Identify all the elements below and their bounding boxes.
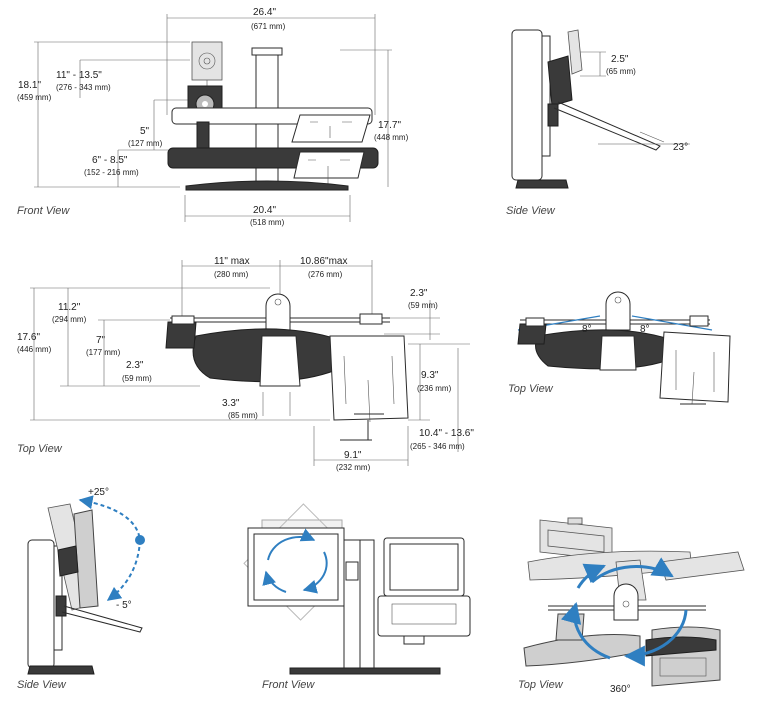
dim-overall-width-mm: (671 mm) (251, 22, 286, 31)
dim-small-right: 2.3" (410, 288, 428, 299)
dim-left-reach-mm: (280 mm) (214, 270, 249, 279)
rotation-arrow-left (560, 601, 611, 660)
dim-height-range-mm: (276 - 343 mm) (56, 83, 111, 92)
caption-front-view-1: Front View (17, 205, 70, 217)
dim-depth-b-mm: (177 mm) (86, 348, 121, 357)
dim-center: 3.3" (222, 398, 240, 409)
caption-side-view-2: Side View (17, 679, 67, 691)
tilt-down: - 5° (116, 600, 132, 611)
dim-tray-depth: 9.3" (421, 370, 439, 381)
dim-offset-mm: (127 mm) (128, 139, 163, 148)
stand-base (185, 180, 349, 191)
dim-lower-range: 6" - 8.5" (92, 155, 128, 166)
dim-small-left-mm: (59 mm) (122, 374, 152, 383)
front-view-panel-1: 26.4" (671 mm) 18.1" (459 mm) 11" - 13.5… (17, 7, 409, 227)
front-view-panel-2: Front View (243, 503, 471, 691)
dim-total-height-mm: (459 mm) (17, 93, 52, 102)
top-left-clamp (165, 321, 197, 349)
dim-tray-range: 10.4" - 13.6" (419, 428, 474, 439)
dim-offset: 5" (140, 126, 150, 137)
dim-depth-total: 17.6" (17, 332, 40, 343)
top-view-panel-3: 360° Top View (518, 517, 745, 695)
angle-right: 8° (640, 324, 650, 335)
dim-lower-range-mm: (152 - 216 mm) (84, 168, 139, 177)
grey-laptop-front (651, 626, 721, 687)
caption-side-view-1: Side View (506, 205, 556, 217)
side-pole (511, 29, 543, 181)
side-view-panel-1: 2.5" (65 mm) 23° Side View (506, 29, 690, 217)
dim-right-height: 17.7" (378, 120, 401, 131)
dim-base-width-mm: (518 mm) (250, 218, 285, 227)
top-view-panel-1: 11" max (280 mm) 10.86"max (276 mm) 2.3"… (17, 256, 474, 472)
dim-depth-total-mm: (446 mm) (17, 345, 52, 354)
dim-center-mm: (85 mm) (228, 411, 258, 420)
dim-tray-width-mm: (232 mm) (336, 463, 371, 472)
dim-depth-a-mm: (294 mm) (52, 315, 87, 324)
dim-left-reach: 11" max (214, 256, 250, 267)
tilt-pivot-dot (135, 535, 145, 545)
dim-small-left: 2.3" (126, 360, 144, 371)
angle-left: 8° (582, 324, 592, 335)
dim-rise: 2.5" (611, 54, 629, 65)
laptop-tray-raised (291, 114, 371, 143)
dim-total-height: 18.1" (18, 80, 41, 91)
monitor-plate-upper (191, 41, 223, 81)
side-view-panel-2: +25° - 5° Side View (17, 487, 145, 691)
dim-right-height-mm: (448 mm) (374, 133, 409, 142)
side-base (515, 179, 569, 189)
dim-height-range: 11" - 13.5" (56, 70, 102, 81)
caption-top-view-2: Top View (508, 383, 554, 395)
rotation-label: 360° (610, 684, 631, 695)
dim-overall-width: 26.4" (253, 7, 276, 18)
side-arm-block (547, 55, 573, 107)
dim-rise-mm: (65 mm) (606, 67, 636, 76)
caption-top-view-1: Top View (17, 443, 63, 455)
top-pole-cap (265, 293, 291, 331)
tilt-arrow (78, 495, 142, 601)
caption-front-view-2: Front View (262, 679, 315, 691)
dim-tray-width: 9.1" (344, 450, 362, 461)
dim-tilt: 23° (673, 142, 688, 153)
dim-small-right-mm: (59 mm) (408, 301, 438, 310)
caption-top-view-3: Top View (518, 679, 564, 691)
side-tray-clamp (547, 103, 559, 127)
dim-depth-b: 7" (96, 335, 106, 346)
side-monitor-plate (567, 29, 583, 75)
laptop-tray-lower (293, 151, 365, 179)
tilt-up: +25° (88, 487, 109, 498)
top-laptop-tray (329, 335, 409, 421)
top-view-panel-2: 8° 8° Top View (508, 291, 731, 405)
dim-depth-a: 11.2" (58, 302, 81, 313)
dim-tray-depth-mm: (236 mm) (417, 384, 452, 393)
rotation-arrow-right (623, 609, 688, 667)
dim-right-reach-mm: (276 mm) (308, 270, 343, 279)
dim-base-width: 20.4" (253, 205, 276, 216)
dim-tray-range-mm: (265 - 346 mm) (410, 442, 465, 451)
dim-right-reach: 10.86"max (300, 256, 347, 267)
